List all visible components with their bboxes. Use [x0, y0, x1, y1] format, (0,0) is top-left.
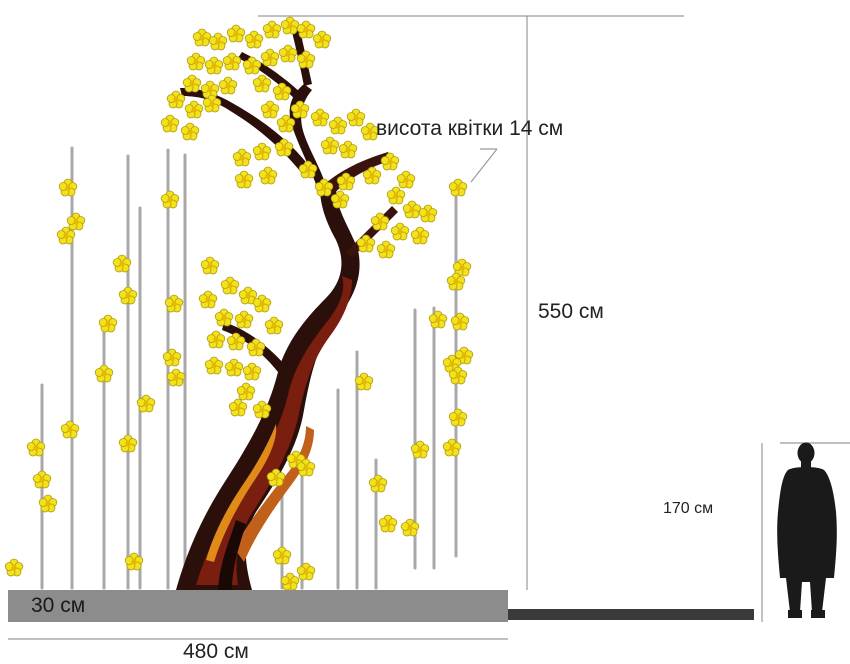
base-block	[8, 590, 508, 622]
total-height-label: 550 см	[538, 300, 604, 323]
light-stems	[40, 146, 458, 590]
tree-icon	[176, 30, 398, 590]
dimension-lines	[8, 15, 850, 640]
base-height-label: 30 см	[31, 594, 86, 617]
flower-height-label: висота квітки 14 см	[376, 117, 564, 140]
ground-strip	[508, 609, 754, 620]
base-width-label: 480 см	[183, 640, 249, 663]
person-silhouette-icon	[777, 442, 837, 618]
person-height-label: 170 см	[663, 500, 714, 517]
